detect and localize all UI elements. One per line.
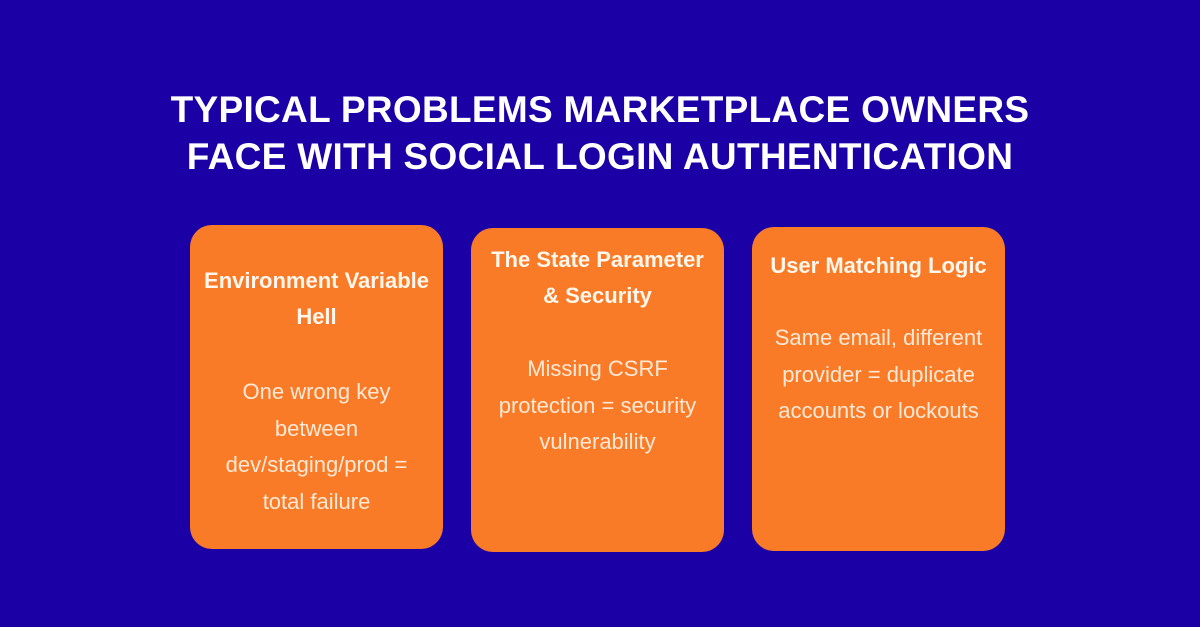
card-body: Missing CSRF protection = security vulne…	[498, 356, 697, 454]
card-heading: The State Parameter & Security	[491, 247, 704, 308]
problem-card-user-matching: User Matching Logic Same email, differen…	[752, 227, 1005, 551]
card-heading: User Matching Logic	[770, 253, 987, 278]
problem-card-environment-variables: Environment Variable Hell One wrong key …	[190, 225, 443, 549]
card-body: Same email, different provider = duplica…	[774, 325, 983, 423]
title-line-2: FACE WITH SOCIAL LOGIN AUTHENTICATION	[186, 136, 1014, 177]
page-title: TYPICAL PROBLEMS MARKETPLACE OWNERS FACE…	[0, 86, 1200, 180]
card-heading: Environment Variable Hell	[204, 268, 429, 329]
title-line-1: TYPICAL PROBLEMS MARKETPLACE OWNERS	[170, 89, 1030, 130]
card-body: One wrong key between dev/staging/prod =…	[225, 379, 408, 514]
problem-card-state-parameter: The State Parameter & Security Missing C…	[471, 228, 724, 552]
